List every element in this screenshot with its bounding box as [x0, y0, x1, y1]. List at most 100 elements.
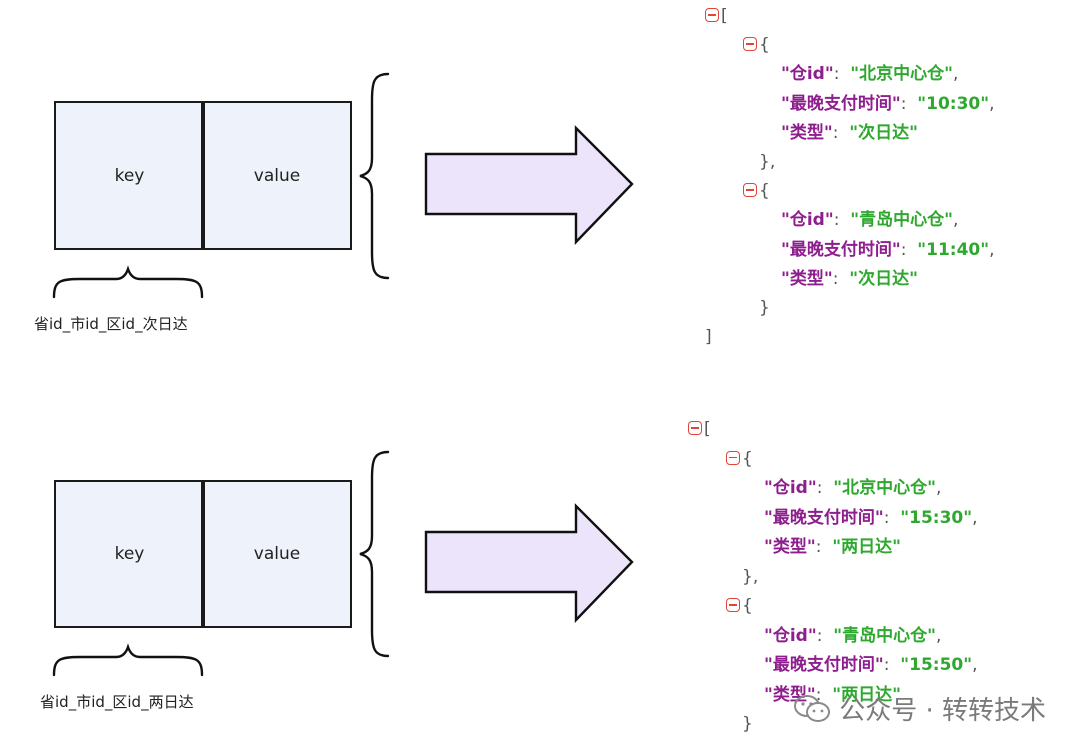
json-value: "北京中心仓": [833, 478, 936, 498]
json-line: },: [759, 154, 775, 171]
json-line: [: [705, 8, 728, 25]
key-brace: [52, 265, 204, 299]
json-line: "类型": "次日达": [781, 268, 918, 289]
json-line: "最晚支付时间": "10:30",: [781, 93, 995, 114]
json-punct: :: [833, 210, 851, 231]
json-punct: ,: [952, 64, 959, 85]
json-line: }: [742, 716, 753, 733]
json-line: "仓id": "北京中心仓",: [764, 480, 941, 497]
json-line: "最晚支付时间": "15:30",: [764, 507, 978, 528]
json-punct: },: [759, 152, 776, 172]
collapse-minus-icon[interactable]: [743, 37, 757, 52]
json-punct: :: [883, 507, 901, 528]
json-line: "仓id": "北京中心仓",: [781, 66, 958, 83]
json-line: "类型": "两日达": [764, 539, 901, 556]
json-punct: {: [759, 181, 770, 202]
json-line: {: [743, 183, 770, 200]
collapse-minus-icon[interactable]: [726, 598, 740, 612]
json-key: "最晚支付时间": [781, 93, 901, 114]
watermark-text: 公众号 · 转转技术: [839, 696, 1046, 726]
json-value: "15:50": [900, 655, 973, 675]
key-brace: [52, 643, 204, 677]
json-punct: ,: [972, 655, 978, 675]
json-punct: :: [833, 64, 851, 85]
json-punct: :: [832, 122, 850, 143]
json-punct: }: [759, 298, 770, 318]
json-punct: ,: [952, 210, 959, 231]
json-punct: :: [815, 684, 833, 705]
json-line: {: [743, 37, 770, 54]
right-arrow: [424, 503, 634, 623]
json-value: "青岛中心仓": [850, 210, 953, 231]
wechat-icon: [793, 694, 831, 724]
json-punct: ,: [989, 239, 995, 260]
json-punct: ]: [705, 327, 712, 348]
composite-key-label: 省id_市id_区id_两日达: [40, 693, 194, 711]
json-punct: :: [900, 93, 918, 114]
json-punct: [: [721, 6, 728, 26]
json-punct: {: [759, 35, 770, 56]
key-box: key: [54, 480, 205, 628]
json-value: "北京中心仓": [850, 64, 953, 85]
value-box: value: [202, 101, 352, 250]
json-value: "两日达": [832, 537, 901, 557]
json-punct: [: [704, 419, 711, 439]
json-line: {: [726, 598, 753, 615]
collapse-minus-icon[interactable]: [705, 8, 719, 22]
json-punct: ,: [935, 625, 942, 646]
collapse-minus-icon[interactable]: [726, 450, 740, 465]
json-line: "仓id": "青岛中心仓",: [764, 625, 942, 646]
json-value: "15:30": [900, 507, 973, 528]
json-punct: :: [900, 239, 918, 260]
json-value: "青岛中心仓": [833, 625, 936, 646]
json-line: "最晚支付时间": "15:50",: [764, 657, 978, 674]
json-key: "仓id": [764, 478, 817, 498]
composite-key-label: 省id_市id_区id_次日达: [34, 315, 188, 333]
json-punct: {: [742, 596, 753, 616]
json-punct: :: [816, 478, 834, 498]
json-line: },: [742, 566, 759, 587]
json-value: "次日达": [849, 268, 918, 289]
json-punct: }: [742, 714, 753, 734]
json-key: "仓id": [781, 210, 834, 231]
json-punct: ,: [935, 478, 942, 498]
collapse-minus-icon[interactable]: [743, 183, 757, 198]
value-brace: [359, 450, 390, 658]
key-box: key: [54, 101, 205, 250]
box-divider: [201, 101, 205, 250]
json-punct: :: [883, 655, 901, 675]
box-divider: [201, 480, 205, 628]
json-line: [: [688, 421, 711, 438]
json-punct: },: [742, 566, 759, 587]
json-punct: {: [742, 448, 753, 469]
json-key: "仓id": [781, 64, 834, 85]
json-key: "仓id": [764, 625, 817, 646]
json-key: "类型": [764, 684, 816, 705]
key-label: key: [114, 544, 145, 564]
json-line: }: [759, 300, 770, 317]
value-label: value: [253, 544, 301, 564]
json-value: "次日达": [849, 122, 918, 143]
json-key: "类型": [764, 537, 816, 557]
json-line: "类型": "次日达": [781, 122, 918, 143]
json-line: "类型": "两日达": [764, 684, 901, 705]
json-value: "11:40": [917, 239, 990, 260]
json-value: "两日达": [832, 684, 901, 705]
json-line: "仓id": "青岛中心仓",: [781, 212, 958, 229]
value-label: value: [253, 165, 301, 186]
key-label: key: [114, 165, 145, 186]
collapse-minus-icon[interactable]: [688, 421, 702, 435]
json-value: "10:30": [917, 93, 990, 114]
json-key: "类型": [781, 268, 833, 289]
json-punct: :: [815, 537, 833, 557]
json-key: "最晚支付时间": [764, 507, 884, 528]
watermark: 公众号 · 转转技术: [793, 690, 1046, 727]
right-arrow: [424, 125, 634, 245]
json-punct: ,: [972, 507, 978, 528]
json-punct: ,: [989, 93, 995, 114]
json-key: "最晚支付时间": [781, 239, 901, 260]
json-punct: :: [832, 268, 850, 289]
value-box: value: [202, 480, 352, 628]
json-line: "最晚支付时间": "11:40",: [781, 239, 995, 260]
value-brace: [359, 72, 390, 280]
